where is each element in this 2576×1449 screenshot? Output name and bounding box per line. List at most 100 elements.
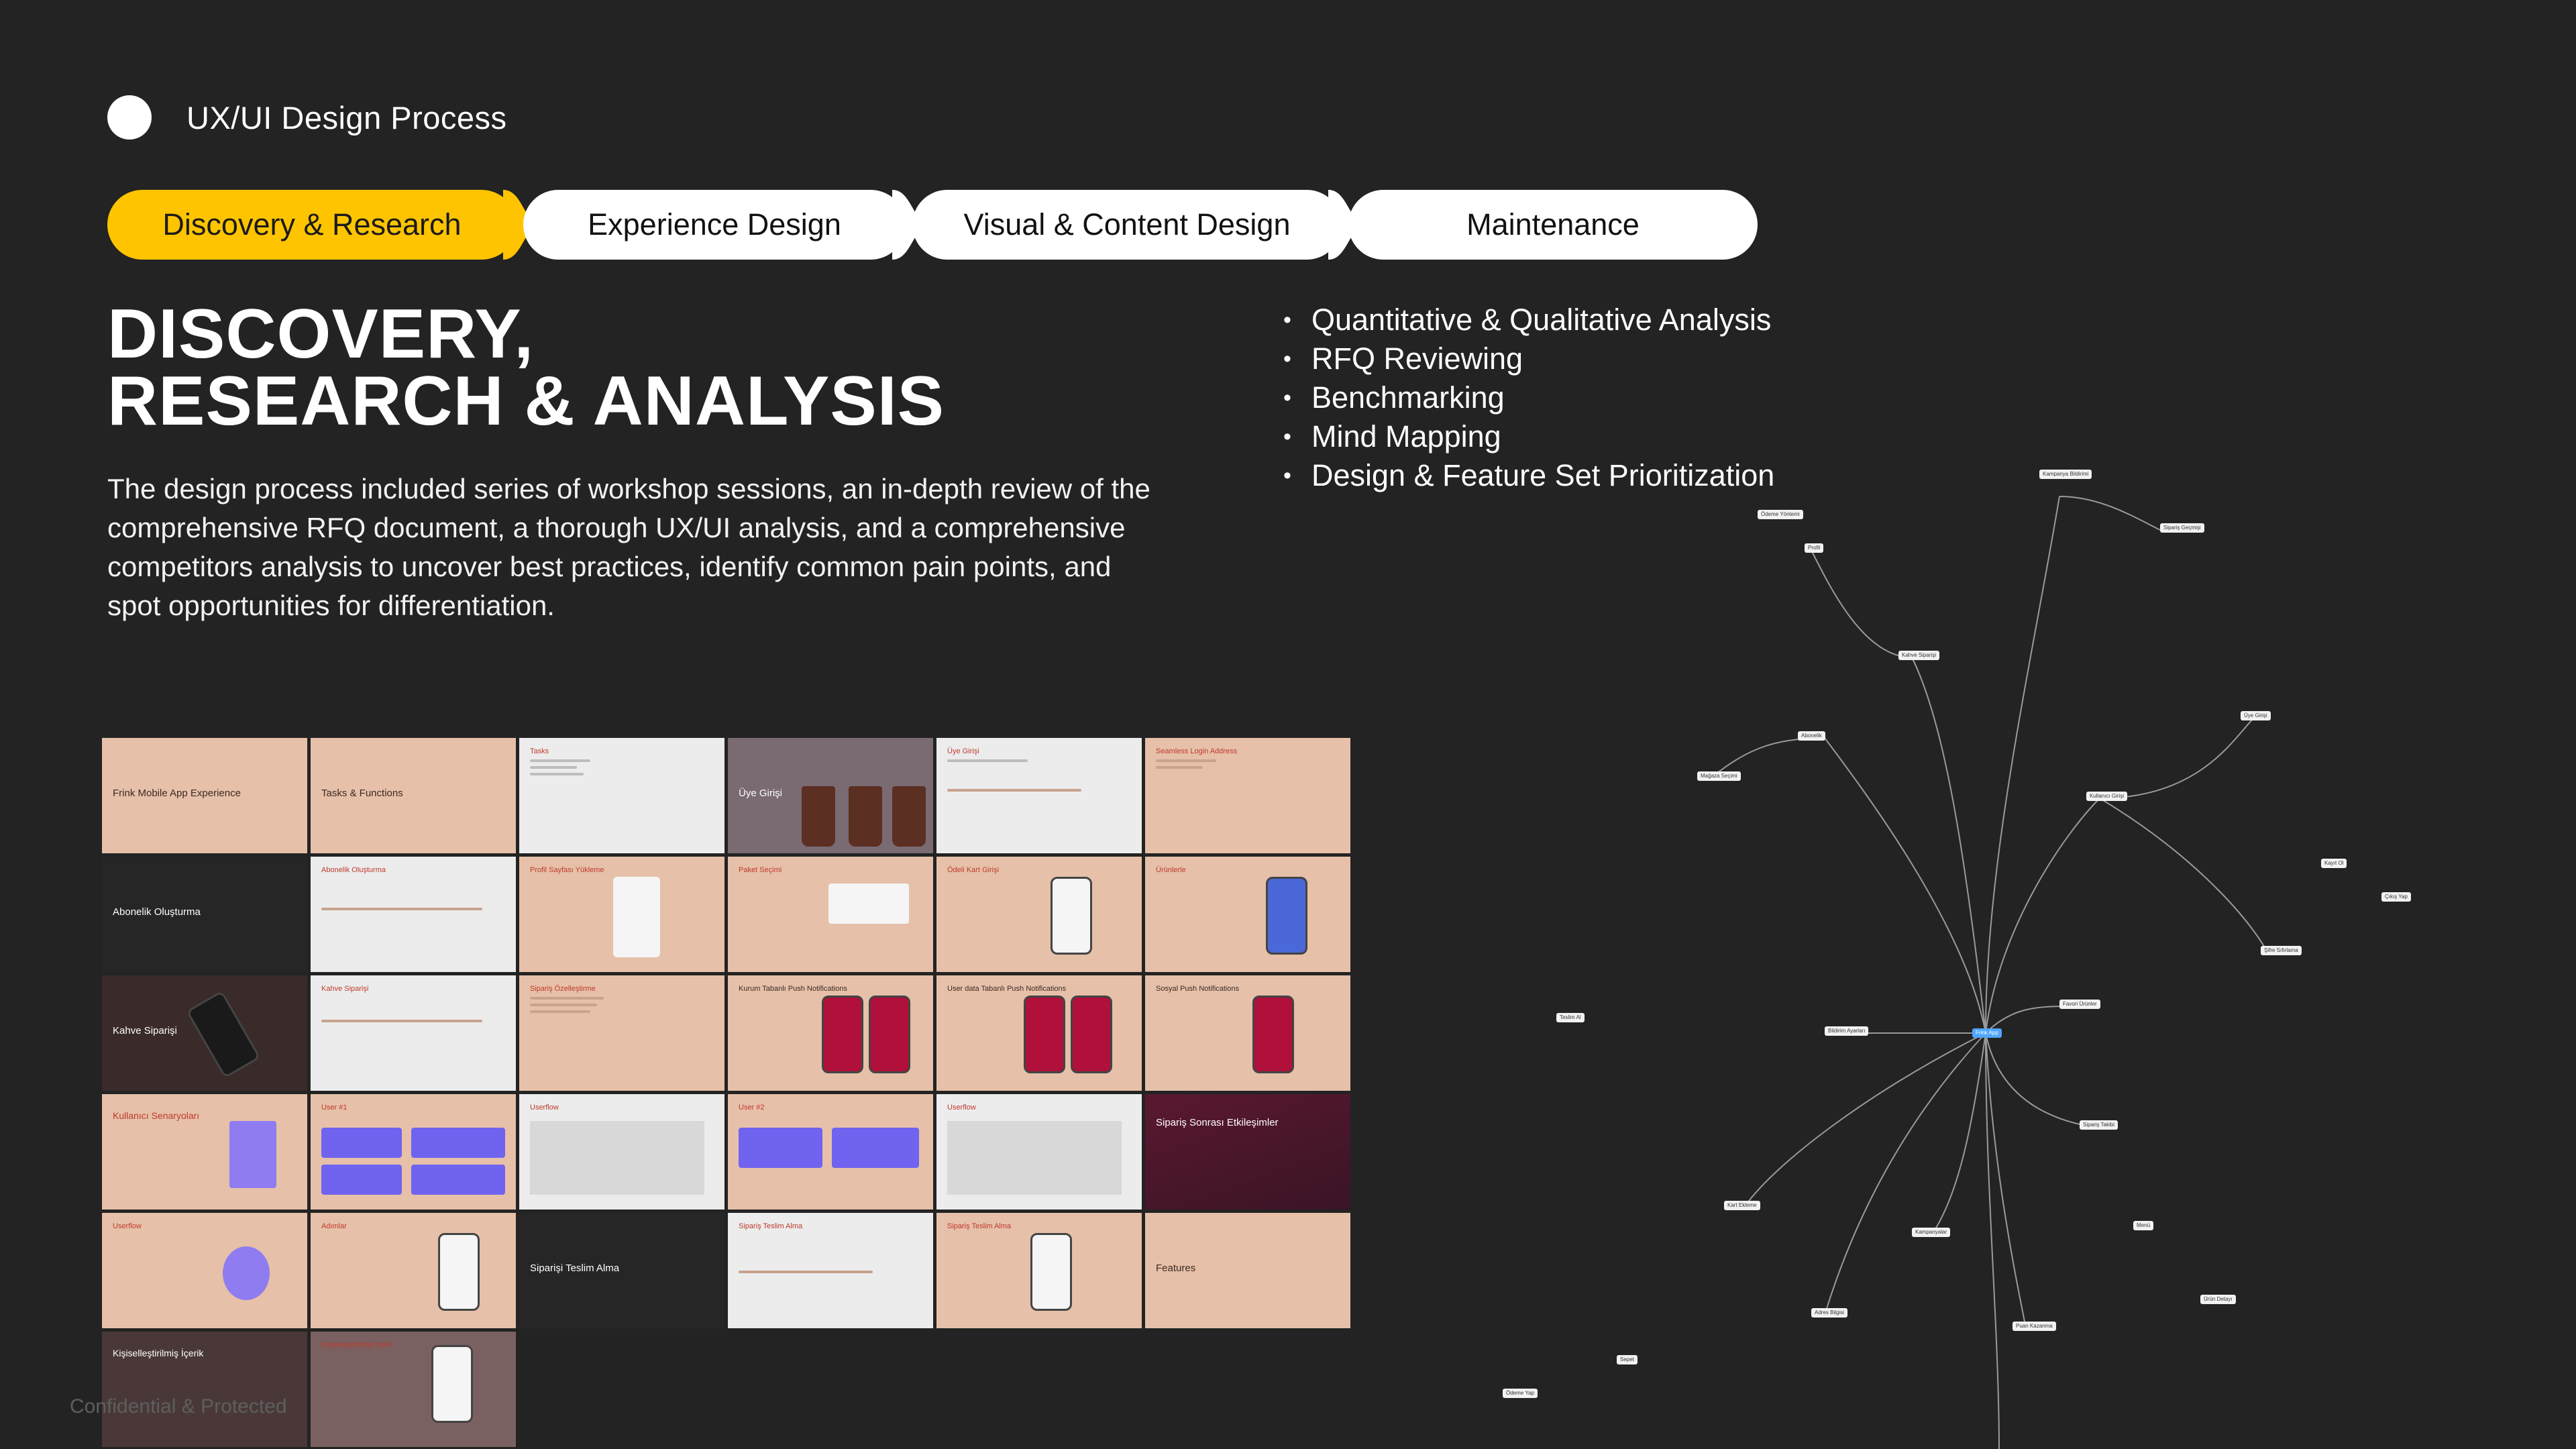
slide-title: Userflow — [113, 1222, 142, 1230]
header: UX/UI Design Process — [107, 95, 507, 140]
slide-title: User data Tabanlı Push Notifications — [947, 985, 1067, 993]
mind-map-node[interactable]: Profil — [1805, 543, 1824, 553]
slide-title: Frink Mobile App Experience — [113, 788, 241, 799]
slide-thumbnail[interactable]: Kahve Siparişi — [102, 975, 307, 1091]
activity-item: Design & Feature Set Prioritization — [1278, 456, 1774, 495]
slide-title: Kahve Siparişi — [321, 985, 369, 993]
slide-thumbnail[interactable]: Frink Mobile App Experience — [102, 738, 307, 853]
activity-item: Benchmarking — [1278, 378, 1774, 417]
slide-thumbnail[interactable]: Üye Girişi — [728, 738, 933, 853]
slide-thumbnail[interactable]: Seamless Login Address — [1145, 738, 1350, 853]
slide-title: Üye Girişi — [739, 788, 783, 799]
slide-title: Features — [1156, 1263, 1196, 1274]
slide-thumbnail[interactable]: Tasks — [519, 738, 724, 853]
slide-thumbnail[interactable]: Ürünlerle — [1145, 857, 1350, 972]
mind-map-node[interactable]: Ödeme Yap — [1503, 1389, 1538, 1398]
slide-title: Kişiselleştirilmiş İçerik — [113, 1348, 204, 1358]
confidential-watermark: Confidential & Protected — [70, 1395, 287, 1417]
slide-title: Ödeli Kart Girişi — [947, 866, 1000, 874]
slide-title: Adımlar — [321, 1222, 347, 1230]
slide-title: Üye Girişi — [947, 747, 979, 755]
slide-thumbnail[interactable]: Profil Sayfası Yükleme — [519, 857, 724, 972]
slide-title: Sipariş Sonrası Etkileşimler — [1156, 1117, 1279, 1128]
slide-thumbnail[interactable]: Paket Seçimi — [728, 857, 933, 972]
section-title-line-2: RESEARCH & ANALYSIS — [107, 362, 945, 440]
slide-thumbnail[interactable]: Kişiselleştirilmiş İçerik — [311, 1332, 516, 1447]
slide-title: User #1 — [321, 1104, 347, 1112]
logo-circle-icon — [107, 95, 152, 140]
slide-title: Userflow — [947, 1104, 976, 1112]
slide-title: Abonelik Oluşturma — [321, 866, 386, 874]
slide-thumbnail[interactable]: Sosyal Push Notifications — [1145, 975, 1350, 1091]
slide-thumbnail[interactable]: Sipariş Teslim Alma — [936, 1213, 1142, 1328]
slide-title: Sipariş Özelleştirme — [530, 985, 596, 993]
slide-thumbnail[interactable]: Adımlar — [311, 1213, 516, 1328]
mind-map-node[interactable]: Çıkış Yap — [2381, 892, 2411, 902]
activity-list: Quantitative & Qualitative Analysis RFQ … — [1278, 301, 1774, 495]
slide-title: Profil Sayfası Yükleme — [530, 866, 604, 874]
mind-map-links — [1710, 496, 2268, 1449]
slide-thumbnail[interactable]: Abonelik Oluşturma — [311, 857, 516, 972]
mind-map-node[interactable]: Ödeme Yöntemi — [1758, 510, 1803, 519]
tab-maintenance[interactable]: Maintenance — [1348, 190, 1758, 260]
slide-thumbnail[interactable]: User data Tabanlı Push Notifications — [936, 975, 1142, 1091]
mind-map-node[interactable]: Menü — [2133, 1221, 2154, 1230]
mind-map-node[interactable]: Favori Ürünler — [2059, 1000, 2100, 1009]
mind-map-node[interactable]: Kullanıcı Girişi — [2086, 792, 2128, 801]
slide-title: Kurum Tabanlı Push Notifications — [739, 985, 847, 993]
slide-thumbnail[interactable]: Ödeli Kart Girişi — [936, 857, 1142, 972]
activity-item: Mind Mapping — [1278, 417, 1774, 456]
mind-map-node[interactable]: Kampanya Bildirimi — [2039, 470, 2092, 479]
section-title: DISCOVERY, RESEARCH & ANALYSIS — [107, 299, 945, 440]
mind-map-node[interactable]: Şifre Sıfırlama — [2261, 946, 2302, 955]
slide-thumbnail[interactable]: User #2 — [728, 1094, 933, 1210]
mind-map-node[interactable]: Sepet — [1617, 1355, 1638, 1364]
mind-map-root[interactable]: Frink App — [1972, 1028, 2002, 1038]
mind-map-node[interactable]: Bildirim Ayarları — [1825, 1026, 1869, 1036]
mind-map-node[interactable]: Teslim Al — [1556, 1013, 1585, 1022]
mind-map-node[interactable]: Abonelik — [1798, 731, 1825, 741]
slide-thumbnail[interactable]: User #1 — [311, 1094, 516, 1210]
slide-thumbnail[interactable]: Userflow — [519, 1094, 724, 1210]
mind-map-node[interactable]: Ürün Detayı — [2200, 1295, 2236, 1304]
activity-item: Quantitative & Qualitative Analysis — [1278, 301, 1774, 339]
slide-thumbnail[interactable]: Tasks & Functions — [311, 738, 516, 853]
slide-thumbnail[interactable]: Kişiselleştirilmiş İçerik — [102, 1332, 307, 1447]
mind-map-node[interactable]: Kart Ekleme — [1724, 1201, 1760, 1210]
mind-map: Frink App Kampanya Bildirimi Sipariş Geç… — [1395, 456, 2576, 1449]
slide-thumbnail[interactable]: Features — [1145, 1213, 1350, 1328]
mind-map-node[interactable]: Sipariş Geçmişi — [2160, 523, 2204, 533]
slide-thumbnail[interactable]: Sipariş Sonrası Etkileşimler — [1145, 1094, 1350, 1210]
mind-map-node[interactable]: Kahve Siparişi — [1898, 651, 1940, 660]
slide-title: Tasks — [530, 747, 549, 755]
mind-map-node[interactable]: Kayıt Ol — [2321, 859, 2347, 868]
mind-map-node[interactable]: Mağaza Seçimi — [1697, 771, 1741, 781]
slide-title: Tasks & Functions — [321, 788, 403, 799]
tab-visual-content-design[interactable]: Visual & Content Design — [912, 190, 1342, 260]
slide-thumbnail[interactable]: Kurum Tabanlı Push Notifications — [728, 975, 933, 1091]
slide-thumbnail[interactable]: Sipariş Teslim Alma — [728, 1213, 933, 1328]
activity-item: RFQ Reviewing — [1278, 339, 1774, 378]
mind-map-node[interactable]: Adres Bilgisi — [1811, 1308, 1848, 1318]
mind-map-node[interactable]: Üye Girişi — [2241, 711, 2271, 720]
mind-map-node[interactable]: Puan Kazanma — [2012, 1322, 2056, 1331]
slide-title: Sipariş Teslim Alma — [947, 1222, 1012, 1230]
tab-experience-design[interactable]: Experience Design — [523, 190, 906, 260]
slide-title: Sosyal Push Notifications — [1156, 985, 1240, 993]
slide-thumbnail[interactable]: Userflow — [102, 1213, 307, 1328]
slide-thumbnail[interactable]: Userflow — [936, 1094, 1142, 1210]
slide-thumbnail[interactable]: Kullanıcı Senaryoları — [102, 1094, 307, 1210]
section-description: The design process included series of wo… — [107, 473, 1150, 621]
slide-title: Paket Seçimi — [739, 866, 782, 874]
slide-thumbnail[interactable]: Siparişi Teslim Alma — [519, 1213, 724, 1328]
mind-map-node[interactable]: Kampanyalar — [1912, 1228, 1951, 1237]
slide-title: Sipariş Teslim Alma — [739, 1222, 803, 1230]
mind-map-node[interactable]: Sipariş Takibi — [2080, 1120, 2118, 1130]
slide-thumbnail[interactable]: Kahve Siparişi — [311, 975, 516, 1091]
tab-discovery-research[interactable]: Discovery & Research — [107, 190, 517, 260]
slide-thumbnail[interactable]: Üye Girişi — [936, 738, 1142, 853]
slide-thumbnail[interactable]: Abonelik Oluşturma — [102, 857, 307, 972]
header-title: UX/UI Design Process — [186, 99, 507, 136]
slide-thumbnail[interactable]: Sipariş Özelleştirme — [519, 975, 724, 1091]
slide-title: Kahve Siparişi — [113, 1025, 177, 1036]
